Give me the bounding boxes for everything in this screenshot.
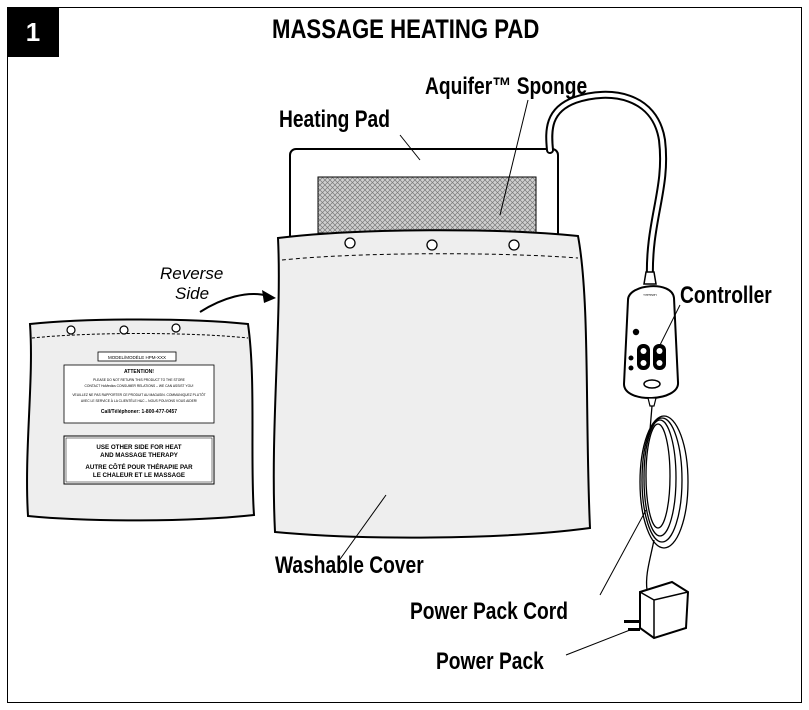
callout-side: Side <box>175 284 210 303</box>
arrow-head-icon <box>262 290 276 303</box>
callout-power-pack: Power Pack <box>436 648 544 675</box>
snap-button <box>344 237 356 249</box>
attention-line: AVEC LE SERVICE À LA CLIENTÈLE H&C – NOU… <box>81 398 197 403</box>
note-line: USE OTHER SIDE FOR HEAT <box>96 444 181 451</box>
callout-reverse: Reverse <box>160 264 224 283</box>
plug-prong <box>628 628 640 631</box>
controller-button <box>628 365 634 371</box>
attention-title: ATTENTION! <box>124 369 154 375</box>
callout-heating-pad: Heating Pad <box>279 106 390 133</box>
controller-button <box>632 328 640 336</box>
power-pack-cord <box>639 405 689 591</box>
reverse-side-arrow <box>199 292 269 313</box>
controller: HoMedics <box>622 271 680 407</box>
callout-washable-cover: Washable Cover <box>275 552 424 579</box>
note-line: AUTRE CÔTÉ POUR THÉRAPIE PAR <box>85 463 193 471</box>
svg-text:HoMedics: HoMedics <box>643 293 657 297</box>
model-label: MODEL/MODÈLE HPM-XXX <box>108 354 166 360</box>
reverse-side-cover: MODEL/MODÈLE HPM-XXX ATTENTION! PLEASE D… <box>26 318 256 522</box>
snap-button <box>426 239 438 251</box>
note-line: LE CHALEUR ET LE MASSAGE <box>93 472 185 479</box>
phone-number: Call/Téléphoner: 1-800-477-0457 <box>101 409 177 415</box>
leader-lines <box>337 99 681 656</box>
callout-aquifer-sponge: Aquifer™ Sponge <box>425 73 588 100</box>
attention-line: PLEASE DO NOT RETURN THIS PRODUCT TO THE… <box>93 378 186 382</box>
controller-button <box>628 355 634 361</box>
snap-button <box>508 239 520 251</box>
washable-cover <box>272 229 592 539</box>
figure-frame <box>7 7 802 703</box>
callout-power-pack-cord: Power Pack Cord <box>410 598 568 625</box>
attention-line: VEUILLEZ NE PAS RAPPORTER CE PRODUIT AU … <box>72 392 205 397</box>
attention-line: CONTACT HoMedics CONSUMER RELATIONS – WE… <box>85 384 194 388</box>
plug-prong <box>624 620 640 623</box>
note-line: AND MASSAGE THERAPY <box>100 452 179 459</box>
figure-title: MASSAGE HEATING PAD <box>272 14 540 44</box>
controller-button <box>653 344 666 370</box>
callout-controller: Controller <box>680 282 772 309</box>
power-pack <box>624 580 690 640</box>
power-button <box>643 379 661 389</box>
step-number-badge: 1 <box>7 7 59 57</box>
controller-button <box>637 344 650 370</box>
aquifer-sponge <box>317 176 537 234</box>
